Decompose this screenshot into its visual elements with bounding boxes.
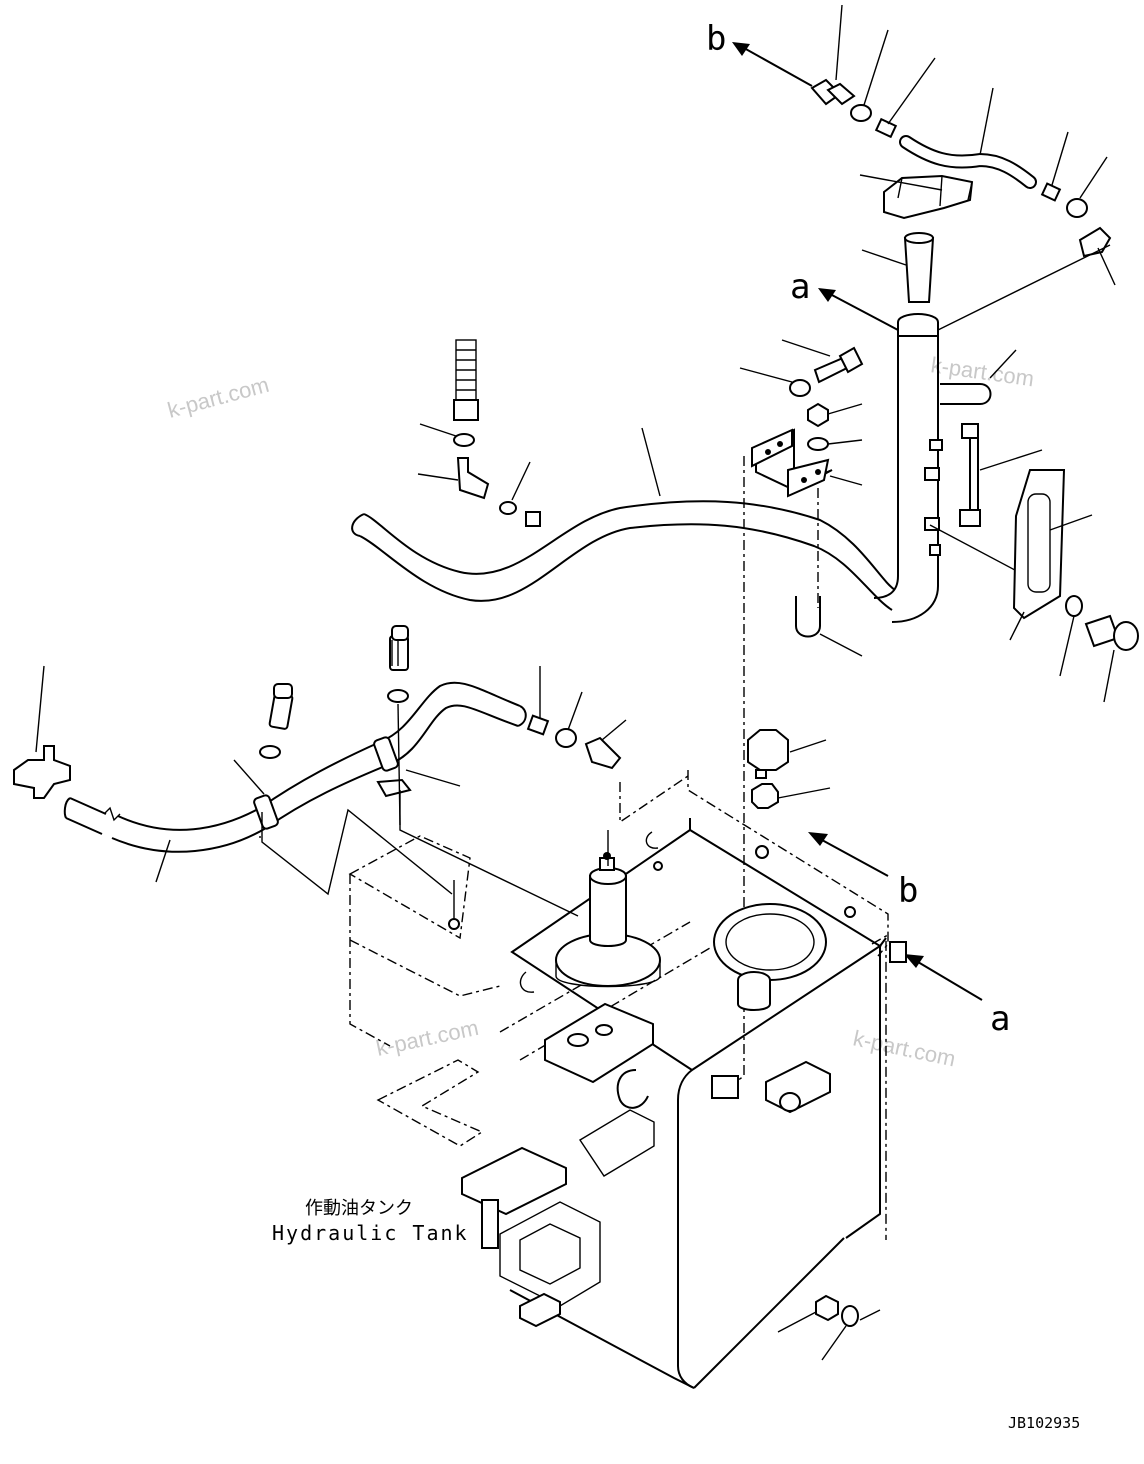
arrow-label-b: b [898, 871, 918, 911]
bolt-right [1059, 595, 1139, 703]
arrow-a-top: a [790, 267, 899, 331]
plug-and-adapter [747, 729, 831, 809]
arrow-b-top: b [706, 19, 813, 87]
tank-label-japanese: 作動油タンク [305, 1198, 413, 1219]
drawing-number: JB102935 [1008, 1414, 1080, 1432]
watermark: k-part.com [929, 352, 1035, 391]
watermark: k-part.com [165, 372, 272, 423]
nut [1066, 198, 1088, 218]
level-gauge [959, 423, 1043, 527]
hydraulic-tank [348, 770, 907, 1389]
arrow-b-bottom: b [808, 832, 918, 911]
lower-hose-assembly [13, 625, 627, 896]
arrow-label-b: b [706, 19, 726, 59]
u-bolt [795, 596, 863, 657]
cover-plate [1009, 469, 1093, 641]
u-bolt-small [940, 349, 1017, 405]
watermark: k-part.com [374, 1015, 481, 1061]
tank-label-english: Hydraulic Tank [272, 1221, 469, 1245]
breather-cap [859, 174, 974, 220]
return-pipe [351, 427, 896, 611]
hose-with-fitting [417, 339, 541, 527]
arrow-label-a: a [990, 999, 1010, 1039]
upper-hose-assembly [810, 4, 1116, 286]
watermark: k-part.com [851, 1025, 958, 1071]
filler-neck [873, 244, 1111, 623]
nut [850, 104, 872, 122]
arrow-a-bottom: a [904, 954, 1010, 1039]
arrow-label-a: a [790, 267, 810, 307]
strainer [861, 232, 935, 303]
mounting-bracket [739, 339, 864, 498]
sleeve [874, 117, 898, 139]
